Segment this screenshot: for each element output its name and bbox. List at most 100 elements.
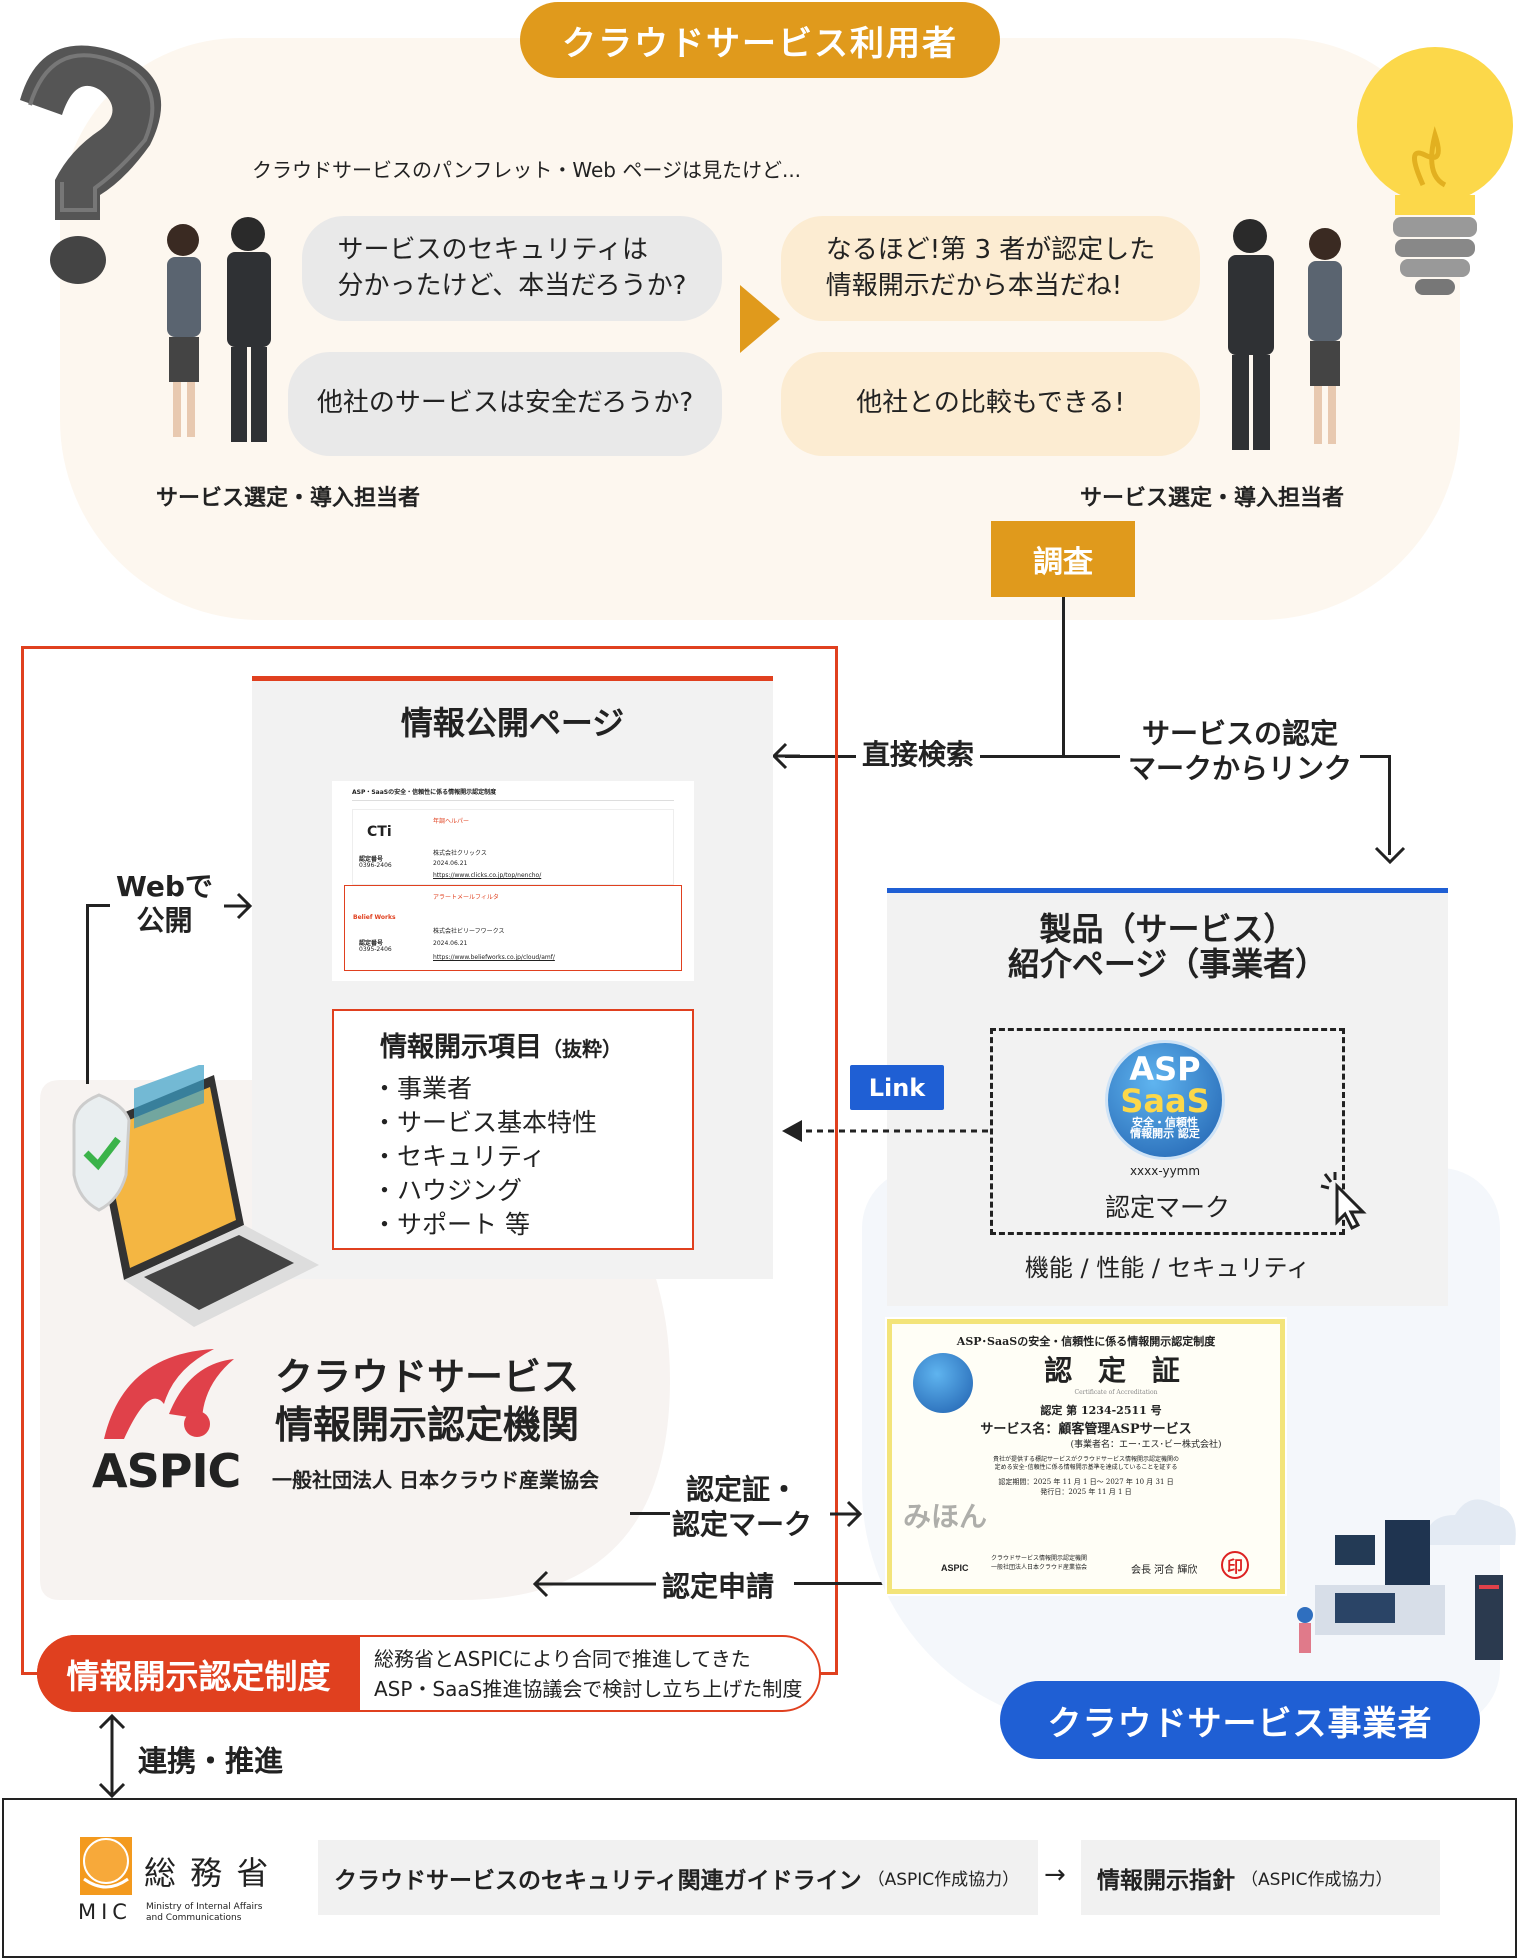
cert-period: 認定期間：2025 年 11 月 1 日〜 2027 年 10 月 31 日 [998, 1477, 1174, 1486]
mini-header: ASP・SaaSの安全・信頼性に係る情報開示認定制度 [352, 787, 674, 801]
mini-id: 0396-2406 [359, 862, 392, 869]
certificate: ASP･SaaSの安全・信頼性に係る情報開示認定制度 認 定 証 Certifi… [885, 1317, 1287, 1596]
laptop-illustration [72, 1065, 319, 1327]
provider-title: クラウドサービス事業者 [1000, 1681, 1480, 1759]
mark-label: 認定マーク [1104, 1193, 1230, 1222]
arrow-left-icon [772, 742, 800, 770]
arrow-left-icon [532, 1570, 656, 1598]
connector [785, 755, 1390, 758]
cert-issued: 発行日：2025 年 11 月 1 日 [1040, 1487, 1132, 1496]
connector [86, 904, 89, 1084]
cursor-icon [1320, 1172, 1367, 1231]
policy-box: 情報開示指針 （ASPIC作成協力） [1081, 1840, 1440, 1915]
direct-search-label: 直接検索 [856, 737, 981, 772]
aspic-logo [104, 1349, 234, 1439]
apply-label: 認定申請 [662, 1570, 775, 1603]
item: 事業者 [382, 1072, 692, 1106]
cert-issuer: クラウドサービス情報開示認定機関 一般社団法人日本クラウド産業協会 [991, 1555, 1088, 1571]
badge-asp: ASP [1129, 1050, 1201, 1088]
item: サポート 等 [382, 1208, 692, 1242]
connector [1388, 755, 1391, 855]
guideline-box: クラウドサービスのセキュリティ関連ガイドライン（ASPIC作成協力） [318, 1840, 1038, 1915]
item: サービス基本特性 [382, 1106, 692, 1140]
items-title: 情報開示項目 [380, 1032, 542, 1063]
cert-header: ASP･SaaSの安全・信頼性に係る情報開示認定制度 [956, 1335, 1216, 1348]
right-bubble-2: 他社との比較もできる! [781, 352, 1200, 456]
left-person-label: サービス選定・導入担当者 [156, 486, 421, 511]
asp-saas-badge[interactable]: ASP SaaS 安全・信頼性 情報開示 認定 [1105, 1040, 1225, 1160]
cert-title: 認 定 証 [1044, 1354, 1188, 1387]
badge-code: xxxx-yymm [1129, 1164, 1201, 1178]
mini-id-label: 認定番号 [359, 856, 384, 863]
item: ハウジング [382, 1174, 692, 1208]
badge-line: 安全・信頼性 [1132, 1116, 1198, 1129]
dotted-arrow-left-icon [782, 1120, 988, 1142]
cert-number: 認定 第 1234-2511 号 [1040, 1404, 1162, 1417]
mini-url[interactable]: https://www.clicks.co.jp/top/nencho/ [433, 872, 542, 879]
connector [86, 904, 110, 907]
left-bubble-2: 他社のサービスは安全だろうか? [288, 352, 722, 456]
guideline-text: クラウドサービスのセキュリティ関連ガイドライン [334, 1867, 862, 1894]
connector [794, 1582, 888, 1585]
people-convinced-illustration [1228, 219, 1342, 450]
question-mark-icon [20, 45, 162, 284]
people-thinking-illustration [167, 217, 271, 442]
system-name: 情報開示認定制度 [37, 1635, 360, 1712]
cert-title-en: Certificate of Accreditation [1074, 1389, 1158, 1396]
arrow-right-icon: → [1044, 1860, 1066, 1890]
mic-abbr: MIC [78, 1900, 132, 1924]
arrow-right-icon [224, 892, 253, 920]
mini-url[interactable]: https://www.beliefworks.co.jp/cloud/amf/ [433, 954, 555, 961]
aspic-org: 一般社団法人 日本クラウド産業協会 [272, 1468, 599, 1492]
mini-date: 2024.06.21 [433, 860, 468, 867]
product-page-title: 製品（サービス） 紹介ページ（事業者） [1007, 910, 1328, 984]
connector [630, 1512, 670, 1515]
mini-service[interactable]: 年調ヘルパー [433, 818, 470, 825]
connector [1062, 597, 1065, 757]
left-bubble-1: サービスのセキュリティは 分かったけど、本当だろうか? [302, 216, 722, 321]
aspic-name: クラウドサービス 情報開示認定機関 [275, 1355, 580, 1447]
right-person-label: サービス選定・導入担当者 [1080, 486, 1345, 511]
mark-link-label: サービスの認定 マークからリンク [1120, 716, 1361, 786]
mic-section [2, 1798, 1517, 1958]
mini-entry[interactable]: CTi 認定番号 0396-2406 年調ヘルパー 株式会社クリックス 2024… [352, 809, 674, 885]
mini-id-label: 認定番号 [359, 940, 384, 947]
mic-logo-icon [80, 1837, 132, 1895]
link-button[interactable]: Link [850, 1065, 944, 1110]
mini-logo: Belief Works [353, 914, 396, 921]
users-intro: クラウドサービスのパンフレット・Web ページは見たけど... [252, 158, 802, 182]
cert-aspic: ASPIC [941, 1563, 969, 1573]
double-arrow-vertical-icon [98, 1714, 126, 1798]
system-desc: 総務省とASPICにより合同で推進してきた ASP・SaaS推進協議会で検討し立… [374, 1647, 803, 1701]
survey-label: 調査 [991, 521, 1135, 597]
cooperate-label: 連携・推進 [138, 1744, 284, 1778]
mini-id: 0395-2406 [359, 946, 392, 953]
mini-entry-highlighted[interactable]: Belief Works 認定番号 0395-2406 アラートメールフィルタ … [344, 885, 682, 971]
mini-date: 2024.06.21 [433, 940, 468, 947]
web-publish-label: Webで 公開 [116, 870, 213, 937]
cert-president: 会長 河合 輝欣 [1131, 1565, 1198, 1576]
cert-seal: 印 [1221, 1551, 1249, 1579]
mic-en: Ministry of Internal Affairs and Communi… [146, 1902, 263, 1923]
guideline-note: （ASPIC作成協力） [867, 1870, 1020, 1890]
info-page-screenshot: ASP・SaaSの安全・信頼性に係る情報開示認定制度 CTi 認定番号 0396… [332, 781, 694, 981]
items-note: （抜粋） [542, 1037, 622, 1061]
cert-badge-icon [913, 1353, 973, 1413]
aspic-logo-text: ASPIC [92, 1444, 241, 1498]
cert-sample-watermark: みほん [903, 1500, 988, 1533]
policy-note: （ASPIC作成協力） [1241, 1870, 1393, 1890]
cloud-server-illustration [1297, 1499, 1516, 1660]
users-title: クラウドサービス利用者 [520, 2, 1000, 78]
cert-company: (事業者名：エー･エス･ビー株式会社) [1070, 1440, 1222, 1450]
mic-kanji: 総 務 省 [144, 1854, 271, 1892]
badge-saas: SaaS [1120, 1082, 1210, 1120]
mini-company: 株式会社ビリーフワークス [433, 928, 505, 935]
policy-text: 情報開示指針 [1097, 1867, 1235, 1894]
disclosure-items-box: 情報開示項目（抜粋） 事業者 サービス基本特性 セキュリティ ハウジング サポー… [332, 1009, 694, 1250]
right-bubble-1: なるほど!第 3 者が認定した 情報開示だから本当だね! [781, 216, 1200, 321]
cert-mark-label: 認定証・ 認定マーク [672, 1473, 813, 1541]
item: セキュリティ [382, 1140, 692, 1174]
mini-service[interactable]: アラートメールフィルタ [433, 894, 499, 901]
mark-dashed-box [990, 1028, 1345, 1235]
arrow-right-icon [740, 285, 780, 353]
